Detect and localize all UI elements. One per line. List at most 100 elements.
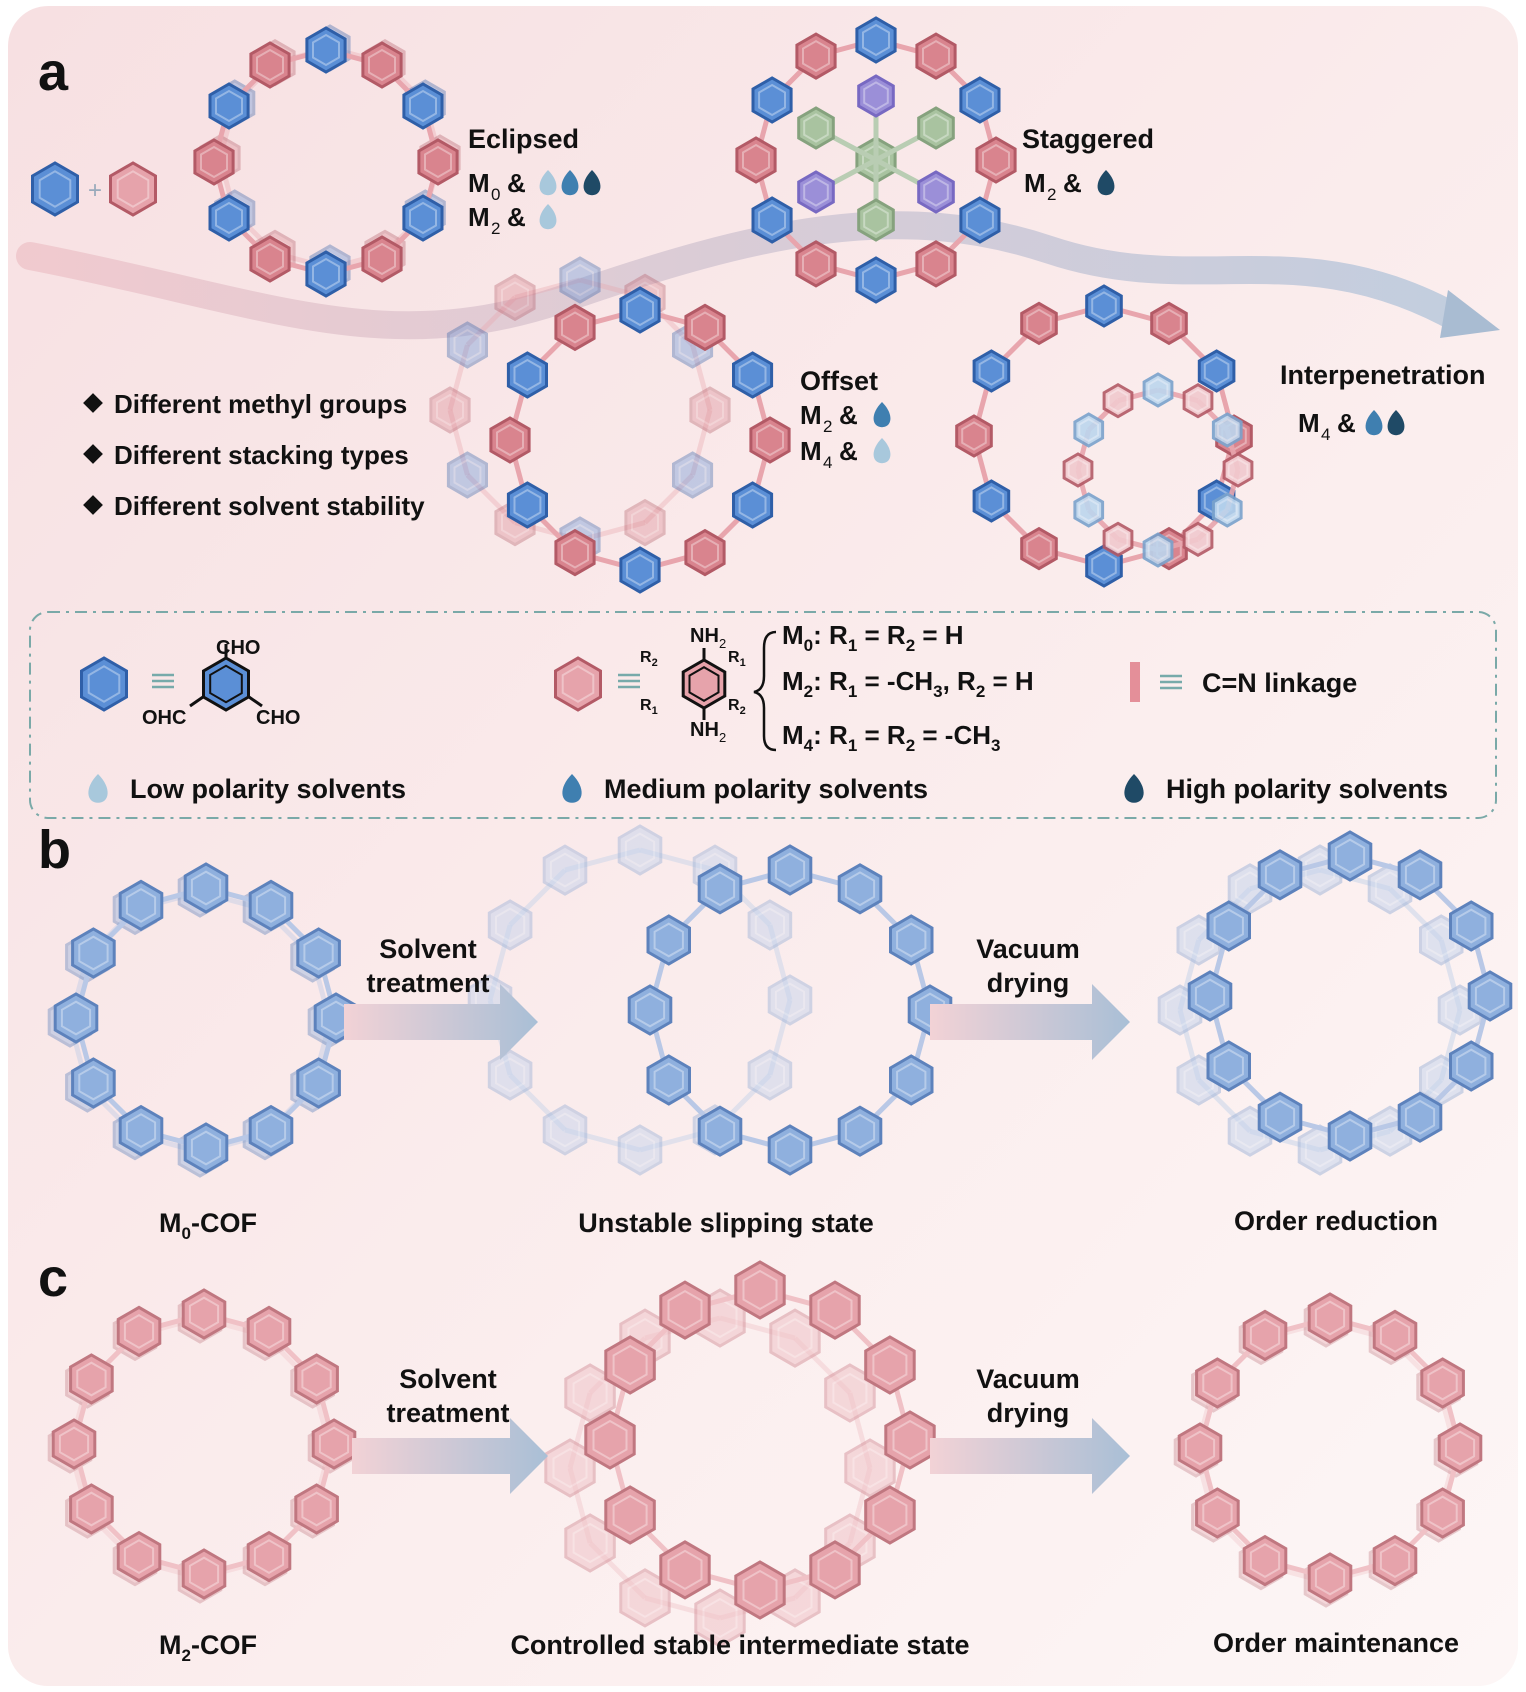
m0-cof-caption: M0-COF <box>159 1208 257 1243</box>
hexagon-unit <box>1102 521 1134 558</box>
offset-title: Offset <box>800 366 878 396</box>
row-c-arrow-2 <box>930 1418 1130 1494</box>
hexagon-unit <box>361 41 403 89</box>
row-c-arrow-1-line-1: Solvent <box>399 1364 497 1394</box>
hexagon-unit <box>732 351 774 399</box>
cho-top-label: CHO <box>216 637 260 659</box>
hexagon-unit <box>646 914 691 966</box>
legend-pink-hexagon-icon <box>554 656 602 712</box>
hexagon-unit <box>689 386 731 434</box>
hexagon-unit <box>809 1280 861 1340</box>
hexagon-unit <box>1420 1357 1465 1409</box>
hexagon-unit <box>559 256 601 304</box>
hexagon-unit <box>617 1124 663 1176</box>
hexagon-unit <box>193 138 235 186</box>
hexagon-unit <box>429 386 471 434</box>
hexagon-unit <box>1182 521 1214 558</box>
brace <box>753 630 777 752</box>
hexagon-unit <box>116 1305 162 1358</box>
medium-polarity-drop-icon <box>1365 410 1383 436</box>
hexagon-unit <box>697 863 743 915</box>
hexagon-unit <box>1307 1292 1353 1344</box>
row-b-arrow-2-line-2: drying <box>987 968 1070 998</box>
hexagon-unit <box>402 194 444 242</box>
m2-definition: M2: R1 = -CH3, R2 = H <box>782 666 1034 701</box>
row-c-arrow-1 <box>352 1418 548 1494</box>
hexagon-unit <box>889 1054 934 1106</box>
hexagon-unit <box>1211 492 1243 528</box>
hexagon-unit <box>884 1410 936 1470</box>
offset-m4-line: M 4 & <box>800 436 858 472</box>
hexagon-unit <box>697 1105 743 1157</box>
eclipsed-m2-label: M <box>468 202 490 232</box>
equiv-icon <box>152 673 174 689</box>
ohc-left-label: OHC <box>142 707 186 729</box>
purple-hexagon <box>857 74 895 118</box>
hexagon-unit <box>1142 372 1174 408</box>
hexagon-unit <box>749 416 791 464</box>
row-c-arrow-2-line-1: Vacuum <box>976 1364 1080 1394</box>
hexagon-unit <box>1085 284 1123 328</box>
row-c-arrow-2-line-2: drying <box>987 1398 1070 1428</box>
eclipsed-m2-sub: 2 <box>491 219 500 238</box>
hexagon-unit <box>959 76 1001 124</box>
hexagon-unit <box>69 1483 114 1535</box>
r1-top-label: R1 <box>728 649 746 669</box>
hexagon-unit <box>446 451 488 499</box>
hexagon-unit <box>296 1057 341 1109</box>
hexagon-unit <box>844 1438 896 1498</box>
hexagon-unit <box>246 1530 292 1583</box>
hexagon-unit <box>1150 301 1188 346</box>
low-polarity-drop-icon <box>539 170 557 196</box>
low-polarity-drop-icon <box>873 438 891 464</box>
unstable-slipping-caption: Unstable slipping state <box>578 1208 874 1238</box>
hexagon-unit <box>672 451 714 499</box>
hexagon-unit <box>208 194 250 242</box>
hexagon-unit <box>972 349 1011 393</box>
hexagon-unit <box>734 1260 786 1320</box>
hexagon-unit <box>767 844 813 896</box>
green-hexagon <box>917 106 955 150</box>
interpenetration-title: Interpenetration <box>1280 360 1486 390</box>
interpenetration-m4-sub: 4 <box>1321 425 1330 444</box>
hexagon-unit <box>181 1288 227 1340</box>
offset-m4-label: M <box>800 436 822 466</box>
hexagon-unit <box>116 1530 162 1583</box>
hexagon-unit <box>1437 1422 1483 1474</box>
hexagon-unit <box>1257 849 1303 901</box>
hexagon-unit <box>506 351 548 399</box>
offset-m2-sub: 2 <box>823 417 832 436</box>
hexagon-unit <box>1449 900 1494 952</box>
hexagon-unit <box>1085 544 1123 588</box>
green-hexagon <box>857 198 895 242</box>
hexagon-unit <box>1182 382 1214 419</box>
high-polarity-drop-icon <box>1124 774 1144 803</box>
hexagon-unit <box>1242 1534 1288 1587</box>
benzene-amine-structure <box>681 658 727 710</box>
hexagon-unit <box>246 1305 292 1358</box>
hexagon-unit <box>1195 1357 1240 1409</box>
legend-box <box>29 611 1497 819</box>
equiv-icon <box>618 673 640 689</box>
wavy-arrow <box>16 211 1474 340</box>
legend-aldehyde: CHO OHC CHO <box>142 637 300 729</box>
panel-label-c: c <box>38 1248 68 1308</box>
hexagon-unit <box>864 1485 916 1545</box>
hexagon-unit <box>1242 1309 1288 1362</box>
r1-bottom-label: R1 <box>640 697 658 717</box>
staggered-title: Staggered <box>1022 124 1154 154</box>
hexagon-unit <box>1187 970 1233 1022</box>
hexagon-unit <box>747 899 793 951</box>
hexagon-unit <box>1073 492 1105 528</box>
hexagon-unit <box>855 16 897 64</box>
hexagon-unit <box>1327 830 1373 882</box>
row-b-arrow-2-line-1: Vacuum <box>976 934 1080 964</box>
hexagon-unit <box>915 240 957 288</box>
legend-amine: NH 2 NH 2 R2 R1 R1 R2 <box>640 625 746 745</box>
hexagon-unit <box>955 414 993 458</box>
hexagon-unit <box>296 927 341 979</box>
plus-icon: + <box>88 177 102 204</box>
m2-cof-caption: M2-COF <box>159 1630 257 1665</box>
hexagon-unit <box>959 196 1001 244</box>
hexagon-unit <box>294 1483 339 1535</box>
